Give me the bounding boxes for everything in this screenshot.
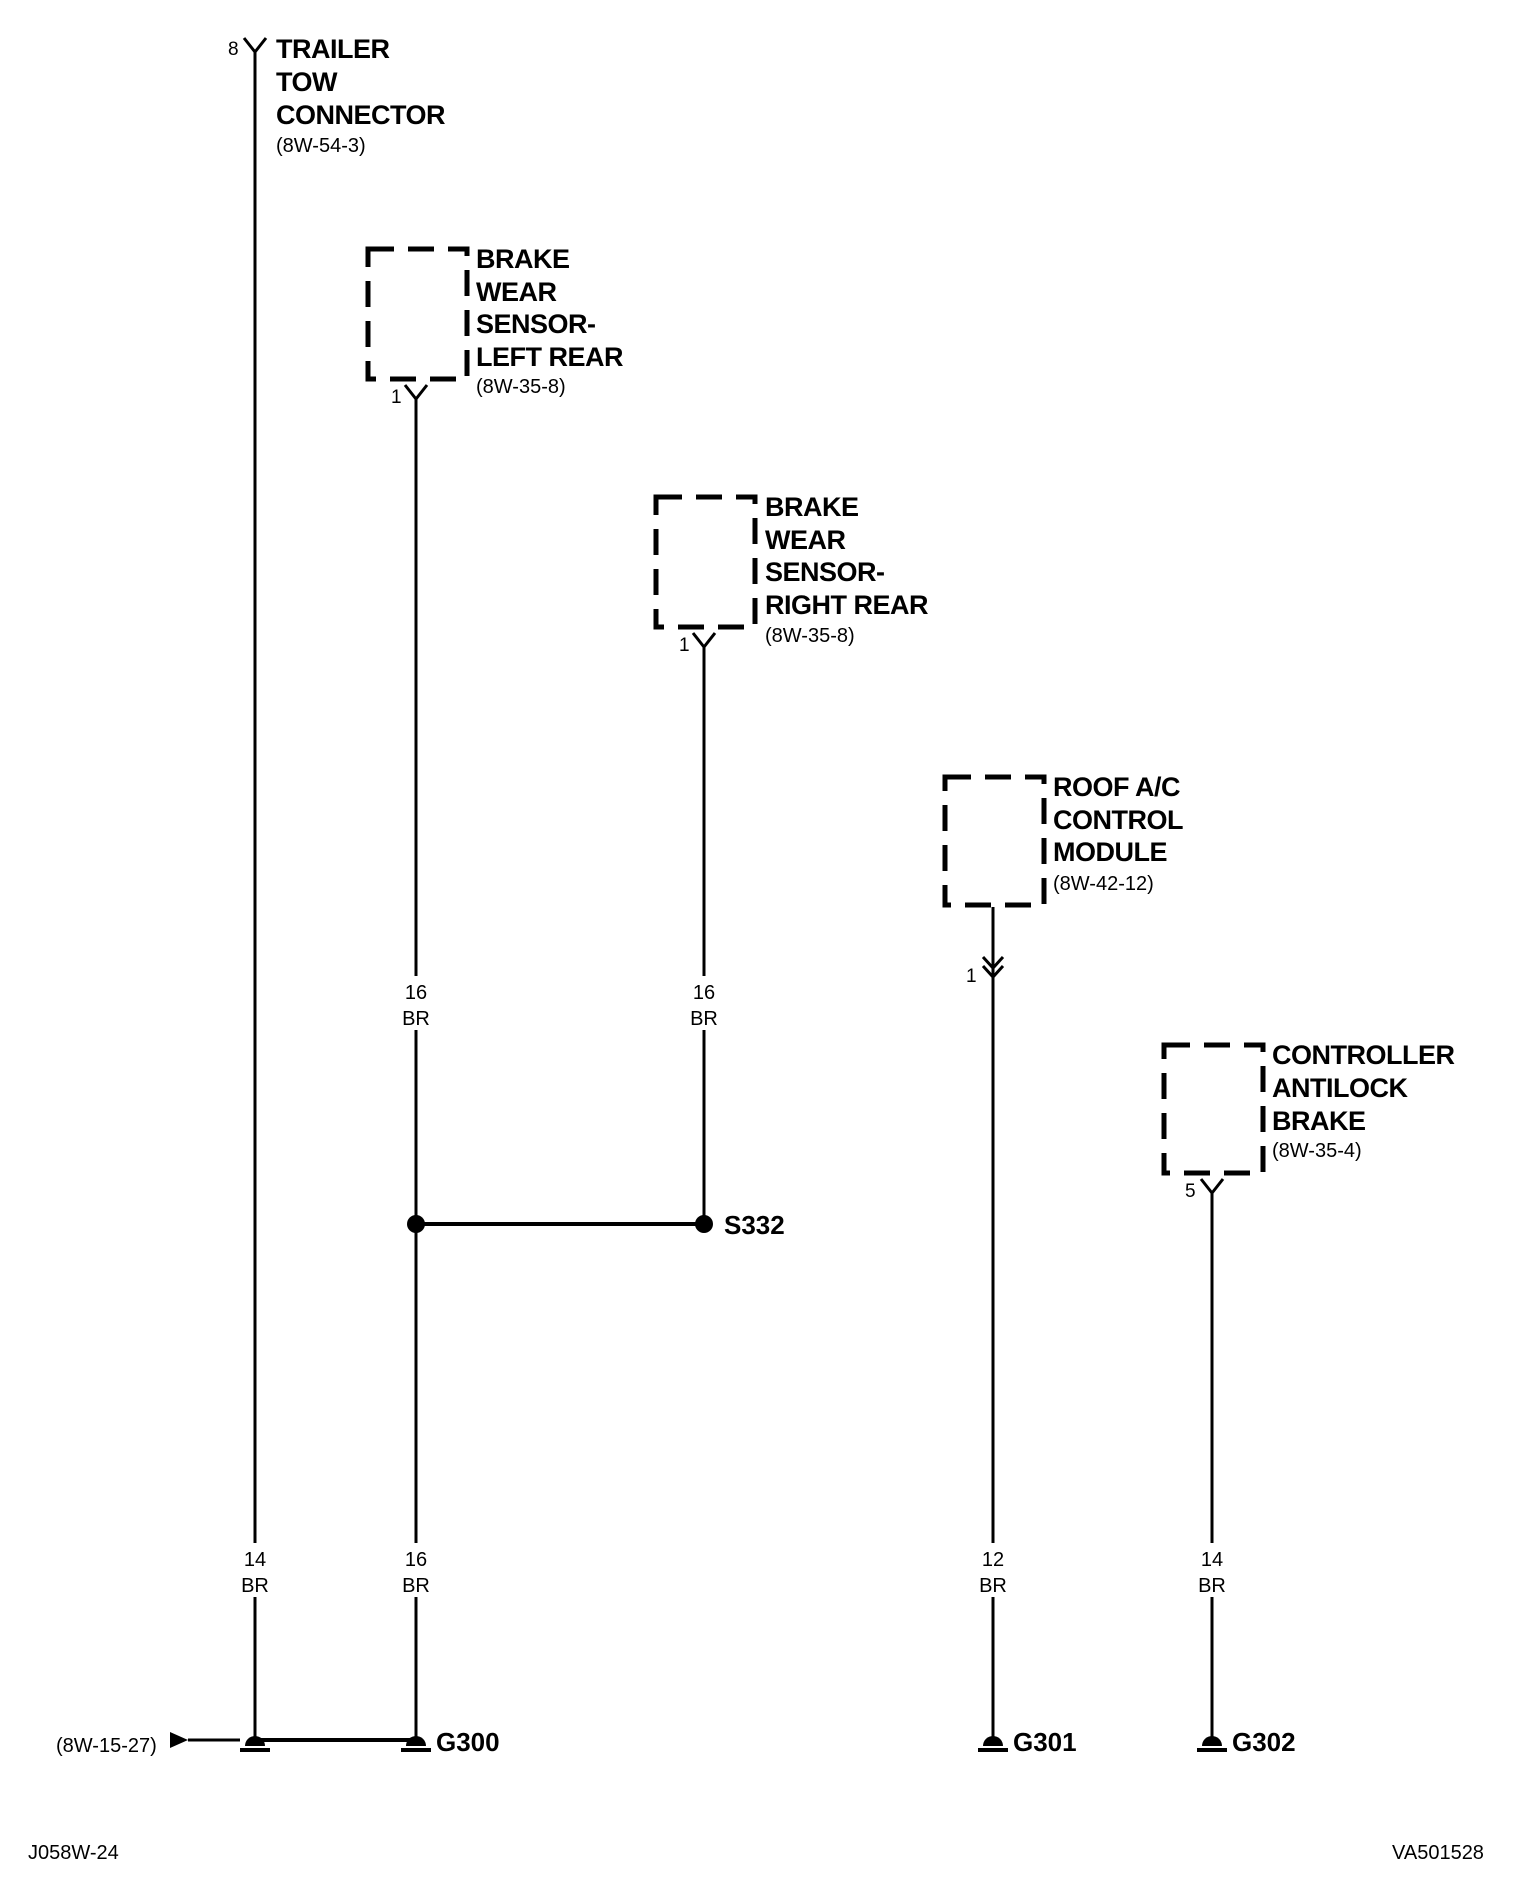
wire-gauge: 14: [1201, 1549, 1223, 1571]
connector-pin-number: 1: [391, 387, 402, 408]
wire-gauge: 14: [244, 1549, 266, 1571]
wire-color: BR: [1198, 1575, 1226, 1597]
ground-label: G301: [1013, 1727, 1077, 1757]
footer-figure-code: J058W-24: [28, 1842, 119, 1864]
splice-dot: [407, 1215, 425, 1233]
cross-reference: (8W-54-3): [276, 135, 366, 157]
offpage-reference: (8W-15-27): [56, 1732, 240, 1757]
wire-color: BR: [690, 1008, 718, 1030]
female-connector-icon: [1199, 1178, 1225, 1196]
brake-wear-sensor-right-rear: 1 BRAKE WEAR SENSOR- RIGHT REAR (8W-35-8…: [653, 492, 929, 656]
component-name-line: CONTROL: [1053, 805, 1183, 835]
cross-reference: (8W-35-8): [476, 376, 566, 398]
component-name-line: TRAILER: [276, 34, 390, 64]
wire-label-abs-lower: 14 BR: [1192, 1543, 1232, 1597]
ground-g301: G301: [978, 1727, 1077, 1757]
ground-symbol-icon: [1202, 1736, 1222, 1746]
wire-gauge: 16: [405, 982, 427, 1004]
roof-ac-control-module: 1 ROOF A/C CONTROL MODULE (8W-42-12): [942, 772, 1183, 987]
component-name-line: WEAR: [476, 277, 557, 307]
component-name-line: LEFT REAR: [476, 342, 623, 372]
wire-gauge: 12: [982, 1549, 1004, 1571]
component-name-line: CONNECTOR: [276, 100, 445, 130]
component-box: [942, 774, 1047, 908]
ground-symbol-icon: [245, 1736, 265, 1746]
wire-label-right-rear-upper: 16 BR: [684, 976, 724, 1030]
connector-pin-number: 1: [966, 966, 977, 987]
wire-label-left-rear-upper: 16 BR: [396, 976, 436, 1030]
component-name-line: SENSOR-: [765, 557, 885, 587]
wire-label-left-rear-lower: 16 BR: [396, 1543, 436, 1597]
splice-s332: S332: [407, 1210, 785, 1240]
component-name-line: MODULE: [1053, 837, 1167, 867]
female-connector-icon: [242, 37, 268, 55]
ground-g300: G300: [401, 1727, 500, 1757]
wire-gauge: 16: [405, 1549, 427, 1571]
connector-pin-number: 1: [679, 635, 690, 656]
component-box: [365, 246, 470, 382]
ground-label: G302: [1232, 1727, 1296, 1757]
wire-label-trailer-lower: 14 BR: [235, 1543, 275, 1597]
controller-antilock-brake: 5 CONTROLLER ANTILOCK BRAKE (8W-35-4): [1161, 1040, 1455, 1202]
splice-label: S332: [724, 1210, 785, 1240]
component-box: [653, 494, 758, 630]
component-box: [1161, 1042, 1266, 1176]
arrow-right-icon: [170, 1732, 188, 1748]
brake-wear-sensor-left-rear: 1 BRAKE WEAR SENSOR- LEFT REAR (8W-35-8): [365, 244, 624, 408]
female-connector-icon: [403, 384, 429, 402]
wire-color: BR: [402, 1008, 430, 1030]
component-name-line: WEAR: [765, 525, 846, 555]
component-name-line: RIGHT REAR: [765, 590, 928, 620]
component-name-line: BRAKE: [1272, 1106, 1366, 1136]
ground-trailer-eyelet: [240, 1736, 270, 1752]
component-name-line: BRAKE: [476, 244, 570, 274]
component-name-line: BRAKE: [765, 492, 859, 522]
footer-illustration-id: VA501528: [1392, 1842, 1484, 1864]
component-name-line: TOW: [276, 67, 338, 97]
female-connector-icon: [691, 632, 717, 650]
connector-pin-number: 5: [1185, 1181, 1196, 1202]
component-name-line: ANTILOCK: [1272, 1073, 1408, 1103]
ground-label: G300: [436, 1727, 500, 1757]
splice-dot: [695, 1215, 713, 1233]
wire-color: BR: [979, 1575, 1007, 1597]
wire-label-roof-ac-lower: 12 BR: [973, 1543, 1013, 1597]
cross-reference: (8W-35-8): [765, 625, 855, 647]
wire-gauge: 16: [693, 982, 715, 1004]
cross-reference: (8W-42-12): [1053, 873, 1154, 895]
ground-symbol-icon: [406, 1736, 426, 1746]
offpage-reference-label: (8W-15-27): [56, 1735, 157, 1757]
component-name-line: ROOF A/C: [1053, 772, 1180, 802]
connector-pin-number: 8: [228, 39, 239, 60]
wire-color: BR: [241, 1575, 269, 1597]
ground-symbol-icon: [983, 1736, 1003, 1746]
ground-g302: G302: [1197, 1727, 1296, 1757]
wire-color: BR: [402, 1575, 430, 1597]
component-name-line: SENSOR-: [476, 309, 596, 339]
component-name-line: CONTROLLER: [1272, 1040, 1454, 1070]
trailer-tow-connector: 8 TRAILER TOW CONNECTOR (8W-54-3): [228, 34, 446, 157]
cross-reference: (8W-35-4): [1272, 1140, 1362, 1162]
